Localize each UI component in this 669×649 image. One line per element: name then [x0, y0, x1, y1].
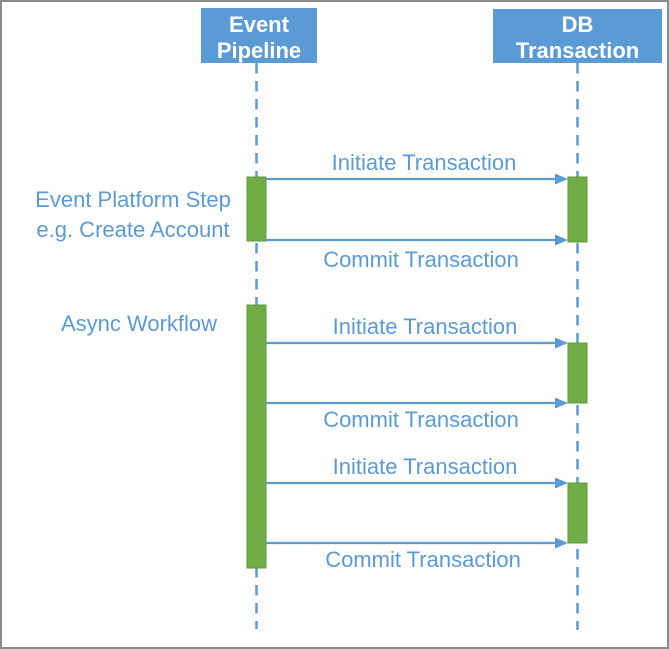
annotation-async-workflow: Async Workflow	[61, 311, 217, 336]
arrowhead-icon	[555, 477, 568, 489]
arrowhead-icon	[555, 337, 568, 349]
actor-label-transaction: Transaction	[516, 38, 639, 63]
annotation-event-platform-step: Event Platform Step e.g. Create Account	[35, 187, 231, 242]
message-label: Commit Transaction	[323, 407, 519, 432]
activation-bar-db-3	[567, 482, 588, 544]
message-commit-transaction-2: Commit Transaction	[266, 397, 568, 432]
arrowhead-icon	[555, 173, 568, 185]
message-label: Commit Transaction	[325, 547, 521, 572]
actor-event-pipeline: Event Pipeline	[201, 8, 317, 63]
actor-box-event-pipeline	[201, 8, 317, 63]
actor-db-transaction: DB Transaction	[493, 9, 662, 63]
message-label: Initiate Transaction	[333, 314, 518, 339]
arrowhead-icon	[555, 397, 568, 409]
message-label: Initiate Transaction	[332, 150, 517, 175]
message-initiate-transaction-1: Initiate Transaction	[266, 150, 568, 185]
activation-bar-async-workflow	[246, 304, 267, 569]
actor-label-event: Event	[229, 12, 290, 37]
activation-bar-db-2	[567, 342, 588, 404]
activation-bar-db-1	[567, 176, 588, 243]
arrowhead-icon	[555, 537, 568, 549]
message-initiate-transaction-3: Initiate Transaction	[266, 454, 568, 489]
message-label: Initiate Transaction	[333, 454, 518, 479]
actor-label-db: DB	[562, 12, 594, 37]
annotation-line: e.g. Create Account	[36, 217, 229, 242]
actor-label-pipeline: Pipeline	[217, 38, 301, 63]
arrowhead-icon	[555, 234, 568, 246]
annotation-line: Event Platform Step	[35, 187, 231, 212]
message-commit-transaction-3: Commit Transaction	[266, 537, 568, 572]
actor-box-db-transaction	[493, 9, 662, 63]
message-label: Commit Transaction	[323, 247, 519, 272]
message-initiate-transaction-2: Initiate Transaction	[266, 314, 568, 349]
message-commit-transaction-1: Commit Transaction	[266, 234, 568, 272]
activation-bar-event-step	[246, 176, 267, 242]
